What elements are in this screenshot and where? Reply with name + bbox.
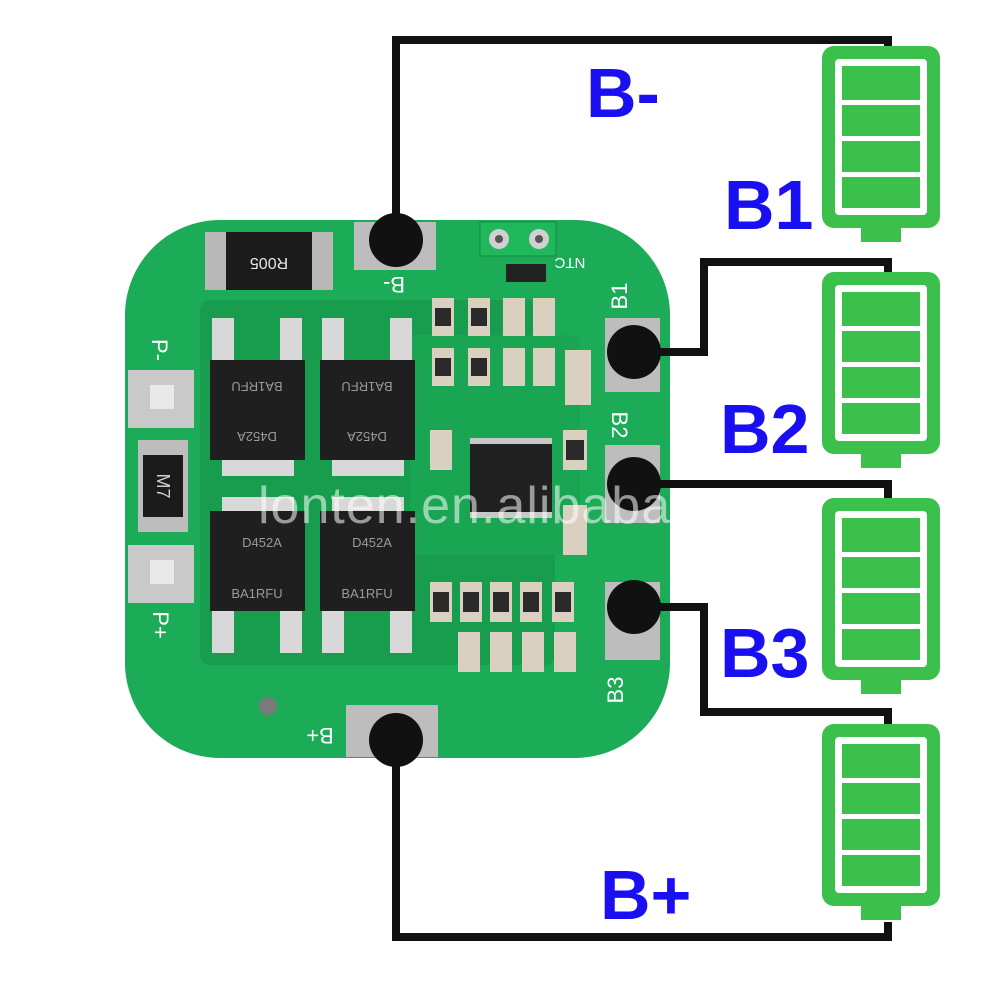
solder-b2 bbox=[607, 457, 661, 511]
label-b3: B3 bbox=[720, 614, 810, 692]
protection-ic bbox=[470, 438, 552, 518]
battery-4-icon bbox=[822, 724, 940, 920]
wires bbox=[392, 36, 892, 941]
solder-b-plus bbox=[369, 713, 423, 767]
label-b1: B1 bbox=[724, 166, 814, 244]
mosfet-2-part: D452A bbox=[347, 429, 387, 444]
ntc-pads: NTC bbox=[479, 221, 585, 282]
wire-b2 bbox=[634, 480, 892, 498]
battery-1-icon bbox=[822, 46, 940, 242]
solder-b3 bbox=[607, 580, 661, 634]
watermark: lonten.en.alibaba bbox=[258, 477, 672, 535]
label-b-minus: B- bbox=[586, 54, 660, 132]
battery-3-icon bbox=[822, 498, 940, 694]
mosfet-4-code: BA1RFU bbox=[341, 586, 392, 601]
b1-silk: B1 bbox=[607, 283, 632, 310]
resistor-label: R005 bbox=[250, 254, 288, 271]
mosfet-2-code: BA1RFU bbox=[341, 379, 392, 394]
b-minus-silk: B- bbox=[383, 272, 405, 297]
solder-b-minus bbox=[369, 213, 423, 267]
mosfet-4-part: D452A bbox=[352, 535, 392, 550]
wire-b1 bbox=[634, 258, 892, 356]
shunt-resistor: R005 bbox=[205, 232, 333, 290]
b3-silk: B3 bbox=[603, 677, 628, 704]
solder-points bbox=[369, 213, 661, 767]
smd-bodies bbox=[433, 308, 584, 612]
p-plus-silk: P+ bbox=[148, 611, 173, 639]
solder-b1 bbox=[607, 325, 661, 379]
mosfet-array bbox=[210, 318, 415, 653]
wire-b-plus bbox=[392, 740, 892, 941]
mosfet-3-part: D452A bbox=[242, 535, 282, 550]
wire-b3 bbox=[634, 603, 892, 724]
ntc-silk: NTC bbox=[554, 254, 585, 271]
b2-silk: B2 bbox=[607, 412, 632, 439]
b-plus-silk: B+ bbox=[306, 723, 334, 748]
mosfet-1-part: D452A bbox=[237, 429, 277, 444]
diode-silk: M7 bbox=[153, 473, 173, 498]
output-pads bbox=[128, 370, 194, 603]
label-b-plus: B+ bbox=[600, 856, 692, 934]
mosfet-1-code: BA1RFU bbox=[231, 379, 282, 394]
battery-2-icon bbox=[822, 272, 940, 468]
mounting-hole bbox=[259, 697, 277, 715]
p-minus-silk: P- bbox=[147, 339, 172, 361]
label-b2: B2 bbox=[720, 390, 810, 468]
mosfet-3-code: BA1RFU bbox=[231, 586, 282, 601]
